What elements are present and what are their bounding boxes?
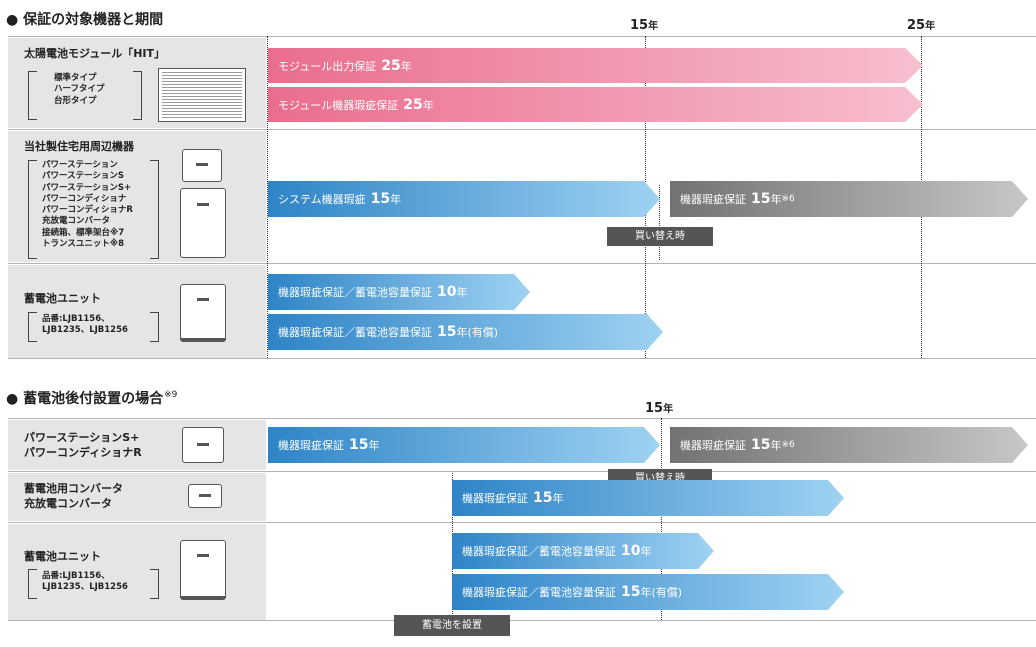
bracket-right (133, 71, 142, 120)
year15-line (661, 418, 662, 620)
separator (8, 36, 1036, 37)
row-battery-title: 蓄電池ユニット (24, 292, 101, 305)
year-label-15: 15年 (645, 401, 674, 416)
bracket-right (150, 160, 159, 259)
year-label-25: 25年 (907, 18, 936, 33)
model-list: 品番:LJB1156、 LJB1235、LJB1256 (42, 314, 128, 336)
bracket-left (28, 312, 37, 342)
row-conv-title: 蓄電池用コンバータ 充放電コンバータ (24, 482, 123, 510)
start-line (267, 36, 268, 358)
section1-title: ● 保証の対象機器と期間 (6, 12, 164, 28)
separator (8, 358, 1036, 359)
year-label-15: 15年 (630, 18, 659, 33)
battery-unit-icon (180, 540, 226, 600)
converter-icon (188, 484, 222, 508)
battery-unit-icon (180, 284, 226, 342)
separator (8, 418, 1036, 419)
separator (8, 620, 1036, 621)
bracket-right (150, 312, 159, 342)
row-hit-title: 太陽電池モジュール「HIT」 (24, 47, 166, 60)
model-list: 品番:LJB1156、 LJB1235、LJB1256 (42, 571, 128, 593)
power-station-icon (182, 149, 222, 182)
solar-panel-icon (158, 68, 246, 122)
bracket-left (28, 160, 37, 259)
power-conditioner-icon (180, 188, 226, 258)
section2-title: ● 蓄電池後付設置の場合※9 (6, 390, 178, 407)
model-list: パワーステーション パワーステーションS パワーステーションS+ パワーコンディ… (42, 160, 133, 250)
row-battery-bg (8, 265, 266, 358)
install-tag: 蓄電池を設置 (394, 615, 510, 636)
model-list: 標準タイプ ハーフタイプ 台形タイプ (54, 73, 105, 106)
row-pcs-title: パワーステーションS+ パワーコンディショナR (24, 431, 142, 459)
row-conv-bg (8, 473, 266, 521)
separator (8, 471, 1036, 472)
bracket-left (28, 569, 37, 599)
bracket-left (28, 71, 37, 120)
separator (8, 129, 1036, 130)
bracket-right (150, 569, 159, 599)
row-peripheral-title: 当社製住宅用周辺機器 (24, 140, 134, 153)
separator (8, 522, 1036, 523)
separator (8, 263, 1036, 264)
replacement-tag: 買い替え時 (607, 227, 713, 246)
row-battery2-title: 蓄電池ユニット (24, 550, 101, 563)
power-station-icon (182, 427, 224, 463)
replacement-line (659, 185, 660, 260)
